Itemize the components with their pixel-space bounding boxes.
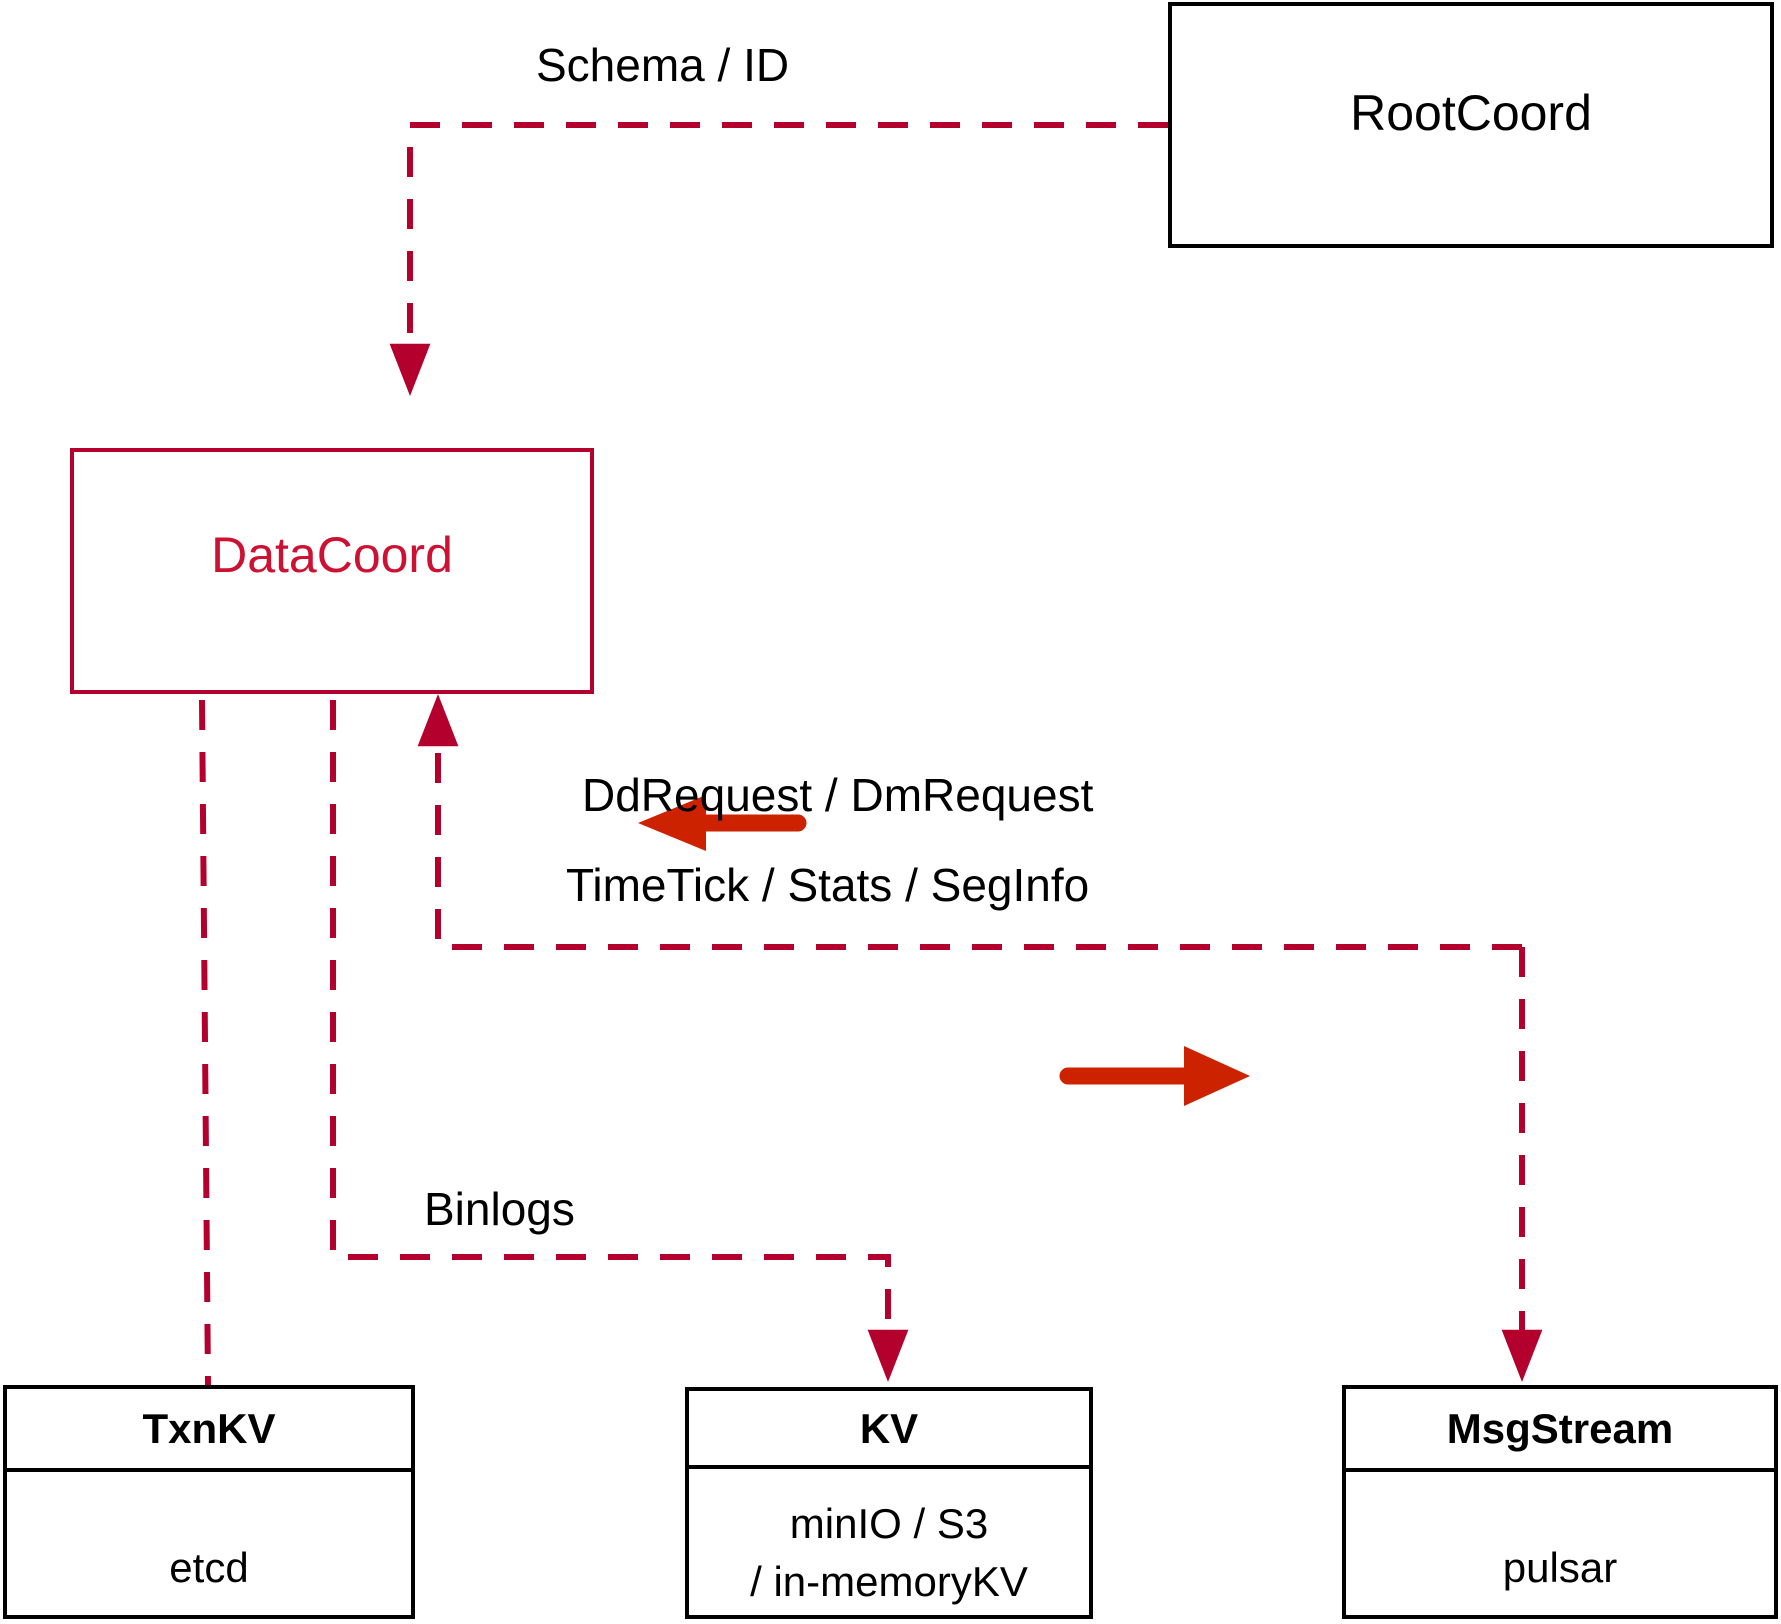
node-txnkv-title: TxnKV — [142, 1405, 276, 1452]
node-txnkv-body: etcd — [169, 1544, 249, 1591]
node-kv-body-line2: / in-memoryKV — [750, 1557, 1028, 1605]
edge-rootcoord-to-datacoord — [389, 122, 1168, 397]
edge-label-dd-dm-request: DdRequest / DmRequest — [582, 769, 1094, 821]
edge-label-timetick-stats-seginfo: TimeTick / Stats / SegInfo — [566, 859, 1090, 911]
node-msgstream-title: MsgStream — [1446, 1405, 1674, 1452]
node-kv-divider — [689, 1465, 1089, 1469]
node-msgstream[interactable]: MsgStream pulsar — [1342, 1385, 1778, 1619]
node-txnkv-divider — [7, 1468, 411, 1472]
node-txnkv[interactable]: TxnKV etcd — [3, 1385, 415, 1619]
node-datacoord[interactable]: DataCoord — [70, 448, 594, 694]
outgoing-flow-arrow — [1059, 1046, 1250, 1106]
node-rootcoord[interactable]: RootCoord — [1168, 2, 1774, 248]
node-msgstream-body: pulsar — [1502, 1544, 1618, 1591]
node-msgstream-divider — [1346, 1468, 1774, 1472]
node-kv-title: KV — [859, 1405, 919, 1452]
node-rootcoord-title: RootCoord — [1350, 85, 1592, 141]
node-kv-body-line1: minIO / S3 — [789, 1500, 989, 1547]
edge-msgstream-to-datacoord — [417, 693, 1522, 950]
edge-label-schema-id: Schema / ID — [536, 39, 790, 91]
node-datacoord-title: DataCoord — [211, 527, 453, 583]
incoming-flow-arrow — [638, 795, 807, 851]
edge-datacoord-to-kv — [330, 700, 909, 1383]
edge-label-binlogs: Binlogs — [424, 1183, 575, 1235]
node-kv[interactable]: KV minIO / S3 / in-memoryKV — [685, 1387, 1093, 1619]
edge-datacoord-to-txnkv — [199, 699, 211, 1386]
